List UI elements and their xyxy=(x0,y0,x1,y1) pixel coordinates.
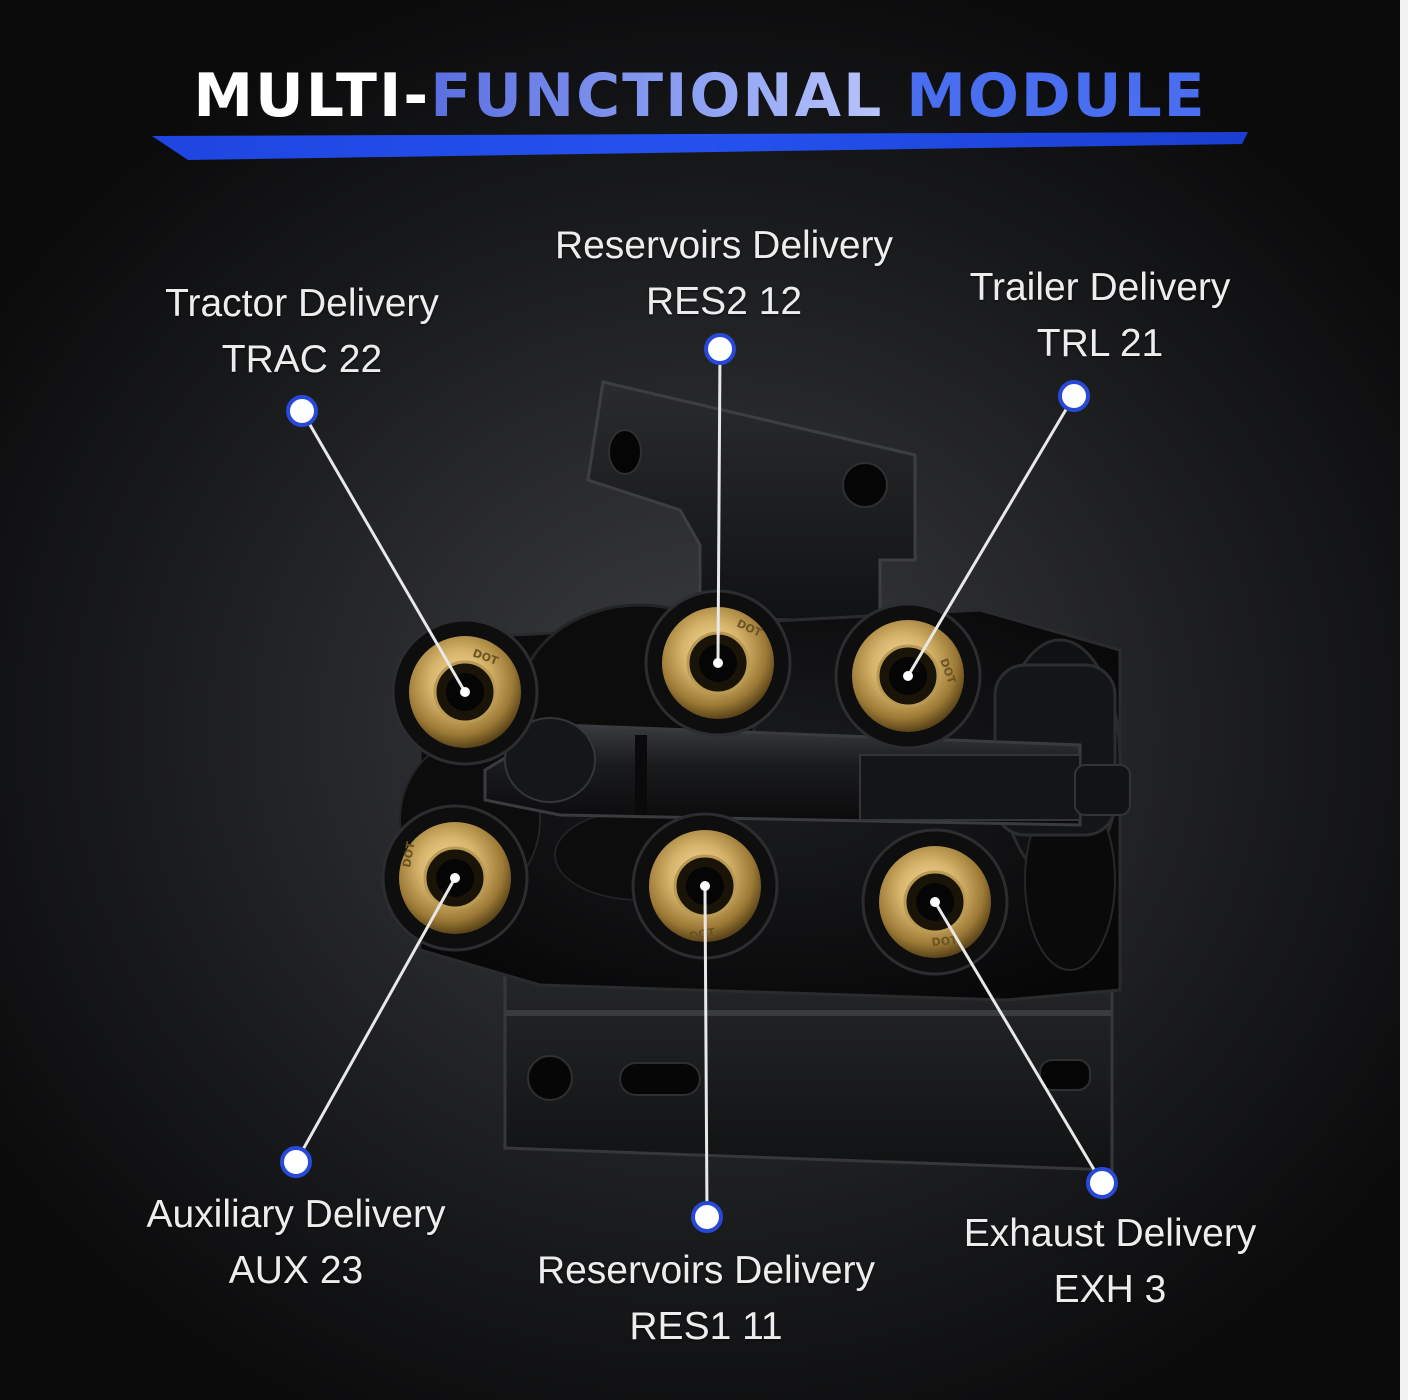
callout-label-tractor: Tractor Delivery TRAC 22 xyxy=(122,276,482,388)
callout-label-trailer: Trailer Delivery TRL 21 xyxy=(930,260,1270,372)
callout-code: RES1 11 xyxy=(629,1305,783,1348)
port-marking: DOT xyxy=(931,934,959,949)
port-marking: DOT xyxy=(688,926,716,943)
callout-name: Reservoirs Delivery xyxy=(554,224,894,267)
callout-code: TRL 21 xyxy=(1036,322,1164,365)
callout-label-res1: Reservoirs Delivery RES1 11 xyxy=(506,1243,906,1355)
leader-line-exh xyxy=(933,900,1104,1185)
callout-name: Tractor Delivery xyxy=(165,282,439,325)
upper-bracket xyxy=(586,380,917,622)
port-center-dots xyxy=(450,658,940,907)
callout-marker-res1 xyxy=(691,1201,723,1233)
port-marking: DOT xyxy=(400,840,417,868)
callout-code: RES2 12 xyxy=(645,280,803,323)
callout-label-exhaust: Exhaust Delivery EXH 3 xyxy=(930,1206,1290,1318)
callout-name: Reservoirs Delivery xyxy=(536,1249,876,1292)
callout-label-aux: Auxiliary Delivery AUX 23 xyxy=(106,1187,486,1299)
callout-name: Auxiliary Delivery xyxy=(146,1193,446,1236)
callout-marker-aux xyxy=(280,1146,312,1178)
callout-name: Exhaust Delivery xyxy=(963,1212,1257,1255)
callout-marker-trl xyxy=(1058,380,1090,412)
leader-line-aux xyxy=(294,876,457,1164)
title-underline xyxy=(152,132,1248,160)
callout-marker-exh xyxy=(1086,1167,1118,1199)
leader-line-trl xyxy=(906,394,1076,678)
page-title: MULTI-FUNCTIONAL MODULE xyxy=(0,58,1400,134)
leader-lines xyxy=(294,347,1104,1219)
callout-code: EXH 3 xyxy=(1053,1268,1167,1311)
callout-code: TRAC 22 xyxy=(221,338,383,381)
callout-name: Trailer Delivery xyxy=(969,266,1231,309)
cross-bar xyxy=(483,717,1131,827)
callout-label-res2: Reservoirs Delivery RES2 12 xyxy=(524,218,924,330)
callout-code: AUX 23 xyxy=(228,1249,364,1292)
leader-line-res1 xyxy=(703,884,709,1219)
title-part-module: MODULE xyxy=(906,61,1207,131)
callout-marker-res2 xyxy=(704,333,736,365)
title-part-multi: MULTI- xyxy=(193,61,431,131)
title-part-functional: FUNCTIONAL xyxy=(430,61,884,131)
image-border xyxy=(1400,0,1408,1400)
leader-line-trac xyxy=(300,409,467,694)
leader-line-res2 xyxy=(716,347,722,665)
callout-marker-trac xyxy=(286,395,318,427)
